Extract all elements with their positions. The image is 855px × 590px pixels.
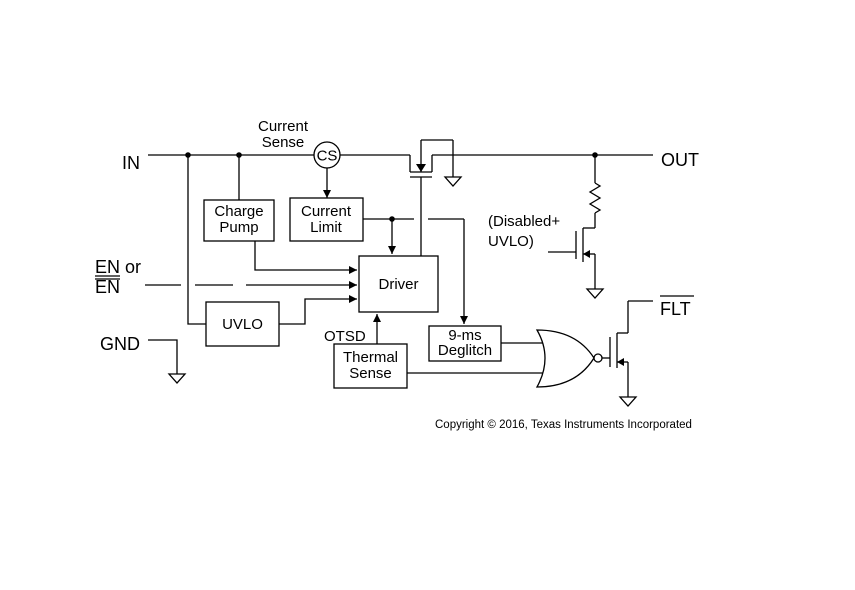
current-sense: CS Current Sense	[258, 118, 341, 198]
driver-label: Driver	[379, 276, 419, 293]
en-pin: EN or EN	[95, 257, 357, 297]
thermal-sense-label-2: Sense	[349, 365, 392, 382]
nor-gate	[535, 329, 610, 388]
in-label: IN	[122, 153, 140, 173]
deglitch: 9-ms Deglitch	[428, 325, 545, 362]
current-sense-label-1: Current	[258, 118, 309, 135]
gnd-pin: GND	[100, 334, 187, 384]
deglitch-label-2: Deglitch	[438, 342, 492, 359]
out-rail	[432, 152, 653, 228]
en-or-label: EN or	[95, 257, 141, 277]
current-limit: Current Limit	[289, 197, 468, 324]
uvlo: UVLO	[205, 295, 357, 347]
otsd-label: OTSD	[324, 328, 366, 345]
charge-pump: Charge Pump	[203, 199, 357, 274]
disabled-label-1: (Disabled+	[488, 213, 560, 230]
disabled-label-2: UVLO)	[488, 233, 534, 250]
current-limit-label-2: Limit	[310, 219, 343, 236]
cs-label: CS	[317, 148, 338, 165]
out-discharge-fet	[548, 227, 605, 299]
copyright-text: Copyright © 2016, Texas Instruments Inco…	[435, 419, 692, 431]
thermal-sense-label-1: Thermal	[343, 349, 398, 366]
charge-pump-label-2: Pump	[219, 219, 258, 236]
flt-fet	[609, 300, 653, 407]
driver: Driver	[358, 255, 439, 313]
flt-label: FLT	[660, 299, 691, 319]
charge-pump-label-1: Charge	[214, 203, 263, 220]
uvlo-label: UVLO	[222, 316, 263, 333]
in-rail	[148, 152, 411, 325]
gnd-label: GND	[100, 334, 140, 354]
current-limit-label-1: Current	[301, 203, 352, 220]
thermal-sense: Thermal Sense OTSD	[324, 314, 545, 389]
deglitch-label-1: 9-ms	[448, 327, 481, 344]
pass-mosfet	[410, 139, 463, 256]
current-sense-label-2: Sense	[262, 134, 305, 151]
out-label: OUT	[661, 150, 699, 170]
en-bar-label: EN	[95, 277, 120, 297]
